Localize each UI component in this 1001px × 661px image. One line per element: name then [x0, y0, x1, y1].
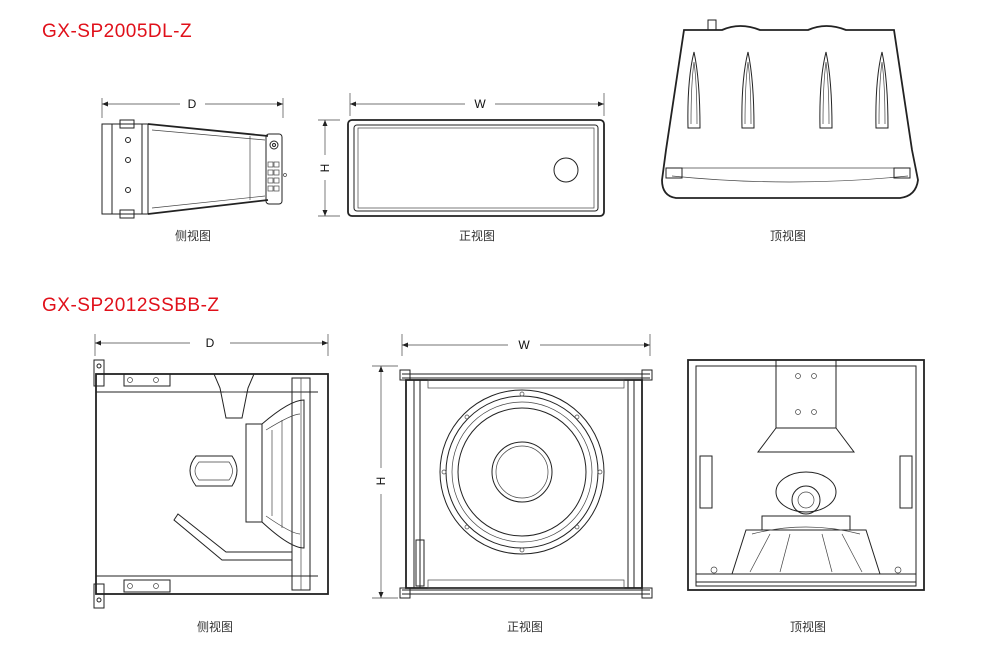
p2-front-view-drawing	[372, 334, 653, 599]
p1-depth-label: D	[184, 97, 200, 111]
p1-top-view-caption: 顶视图	[769, 229, 807, 243]
p2-top-view-drawing	[687, 359, 925, 591]
p2-top-view-caption: 顶视图	[789, 620, 827, 634]
p1-height-label: H	[318, 160, 332, 176]
p1-front-view-drawing	[318, 93, 605, 217]
model-title-1: GX-SP2005DL-Z	[42, 21, 193, 42]
p1-side-view-drawing	[101, 98, 287, 219]
p2-front-view-caption: 正视图	[506, 620, 544, 634]
p2-side-view-caption: 侧视图	[196, 620, 234, 634]
p2-width-label: W	[515, 338, 533, 352]
p1-front-view-caption: 正视图	[458, 229, 496, 243]
p1-top-view-drawing	[661, 19, 919, 199]
p2-height-label: H	[374, 473, 388, 489]
p1-width-label: W	[471, 97, 489, 111]
p2-depth-label: D	[202, 336, 218, 350]
model-title-2: GX-SP2012SSBB-Z	[42, 295, 220, 316]
p1-side-view-caption: 侧视图	[174, 229, 212, 243]
p2-side-view-drawing	[93, 334, 329, 609]
